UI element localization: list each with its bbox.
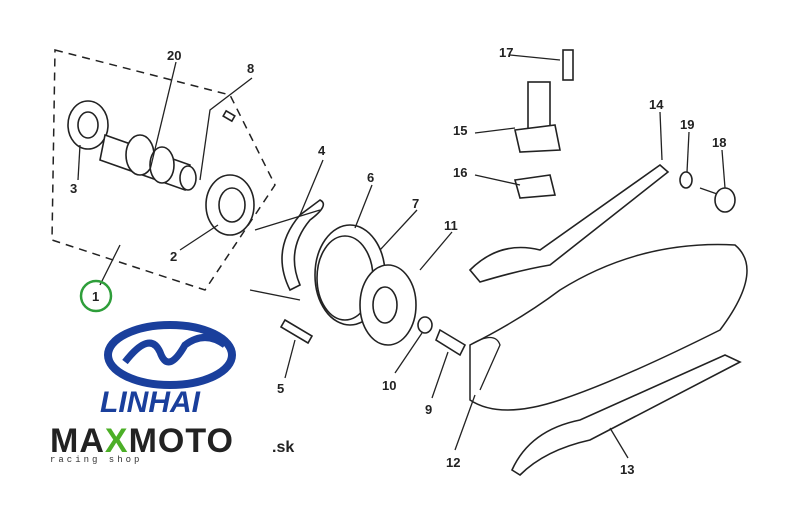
bolt-part-17 bbox=[562, 49, 574, 81]
bearing-part-2 bbox=[205, 174, 255, 236]
oring-part-19 bbox=[679, 171, 693, 189]
callout-18: 18 bbox=[712, 135, 726, 150]
pin-part-8 bbox=[222, 109, 236, 123]
bolt-part-9 bbox=[435, 328, 467, 357]
plate-part-4 bbox=[281, 199, 325, 292]
linhai-logo: LINHAI bbox=[100, 321, 236, 419]
callout-5: 5 bbox=[277, 381, 284, 396]
svg-text:.sk: .sk bbox=[272, 439, 294, 456]
plate-part-11 bbox=[359, 264, 417, 346]
bolt-part-5 bbox=[279, 318, 314, 345]
callout-1: 1 bbox=[92, 289, 99, 304]
callout-8: 8 bbox=[247, 61, 254, 76]
callout-10: 10 bbox=[382, 378, 396, 393]
highlight-circle bbox=[79, 279, 113, 313]
timing-chain-part-12 bbox=[469, 243, 748, 411]
callout-2: 2 bbox=[170, 249, 177, 264]
callout-7: 7 bbox=[412, 196, 419, 211]
callout-14: 14 bbox=[649, 97, 664, 112]
washer-part-10 bbox=[417, 316, 433, 334]
callout-3: 3 bbox=[70, 181, 77, 196]
callout-13: 13 bbox=[620, 462, 634, 477]
gasket-part-16 bbox=[513, 174, 557, 199]
svg-text:LINHAI: LINHAI bbox=[100, 386, 201, 419]
callout-17: 17 bbox=[499, 45, 513, 60]
chain-guide-part-13 bbox=[510, 354, 742, 477]
bolt-part-18 bbox=[699, 187, 736, 213]
callout-16: 16 bbox=[453, 165, 467, 180]
callout-4: 4 bbox=[318, 143, 326, 158]
bearing-part-3 bbox=[67, 100, 109, 150]
callout-6: 6 bbox=[367, 170, 374, 185]
callout-9: 9 bbox=[425, 402, 432, 417]
tensioner-part-15 bbox=[514, 81, 561, 153]
chain-guide-part-14 bbox=[468, 163, 670, 283]
maxmoto-logo: MAXMOTO .sk racing shop bbox=[50, 422, 294, 465]
svg-text:racing shop: racing shop bbox=[50, 455, 142, 465]
callout-15: 15 bbox=[453, 123, 467, 138]
callout-12: 12 bbox=[446, 455, 460, 470]
callout-19: 19 bbox=[680, 117, 694, 132]
svg-text:MAXMOTO: MAXMOTO bbox=[50, 422, 234, 460]
callout-20: 20 bbox=[167, 48, 181, 63]
callout-11: 11 bbox=[444, 218, 458, 233]
camshaft-part-20 bbox=[99, 133, 197, 192]
